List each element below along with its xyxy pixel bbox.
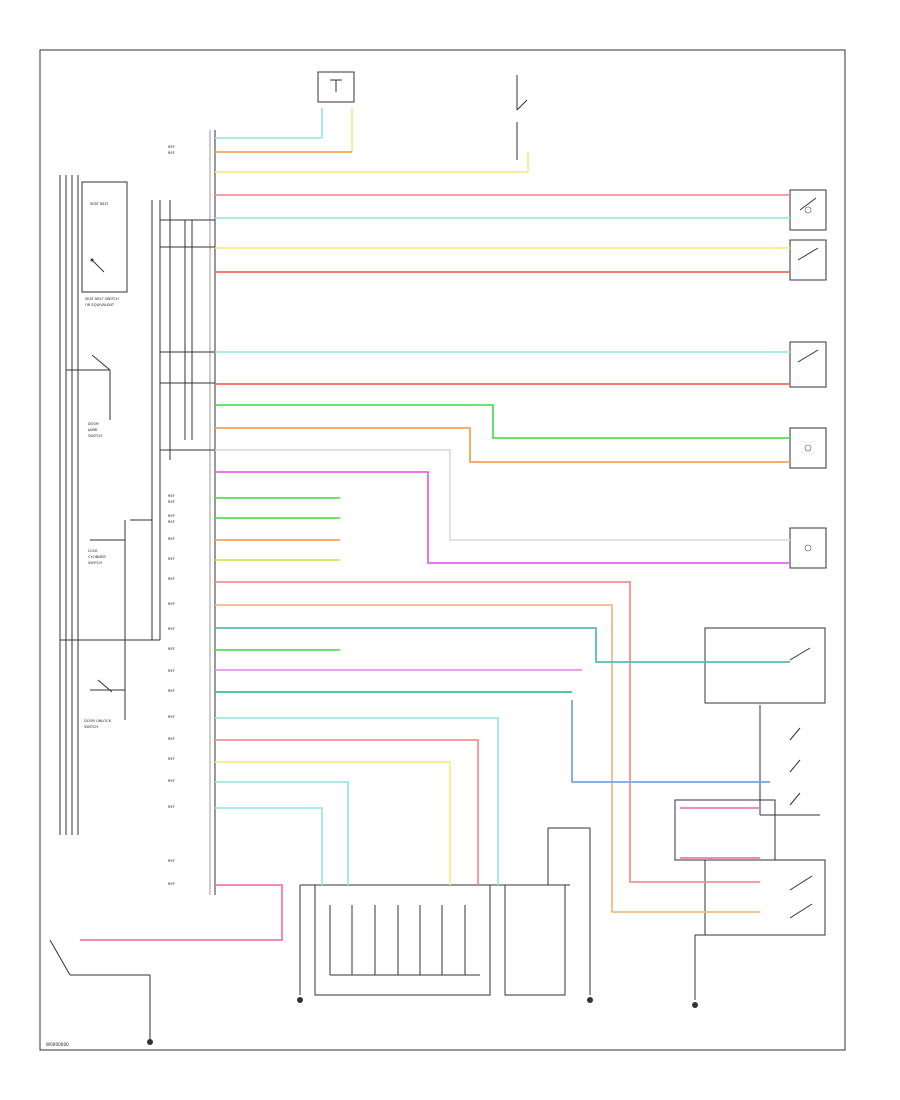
svg-text:REF: REF xyxy=(168,715,175,719)
right-motor-2 xyxy=(789,239,827,281)
wire xyxy=(215,471,790,564)
top-switch xyxy=(516,75,528,160)
wire xyxy=(571,700,770,783)
module-connector xyxy=(209,130,216,895)
svg-text:REF: REF xyxy=(168,757,175,761)
door-jamb-switch: DOOR JAMB SWITCH xyxy=(66,354,111,438)
svg-text:SWITCH: SWITCH xyxy=(84,725,98,729)
right-relay-4 xyxy=(704,859,826,936)
svg-text:SWITCH: SWITCH xyxy=(88,561,102,565)
svg-text:REF: REF xyxy=(168,577,175,581)
svg-text:LOCK: LOCK xyxy=(88,549,98,553)
svg-text:REF: REF xyxy=(168,779,175,783)
svg-text:SWITCH: SWITCH xyxy=(88,434,102,438)
svg-text:REF: REF xyxy=(168,647,175,651)
wire xyxy=(215,427,790,463)
svg-text:DOOR UNLOCK: DOOR UNLOCK xyxy=(84,719,112,723)
right-motor-1 xyxy=(789,189,827,231)
svg-text:SEAT BELT SWITCH: SEAT BELT SWITCH xyxy=(85,297,119,301)
diagram-frame xyxy=(39,49,846,1051)
wire xyxy=(215,604,760,913)
svg-text:REF: REF xyxy=(168,627,175,631)
wire xyxy=(215,739,479,885)
wire xyxy=(215,152,529,173)
footer-code: W0000000 xyxy=(46,1042,69,1047)
svg-text:REF: REF xyxy=(168,537,175,541)
svg-text:REF: REF xyxy=(168,737,175,741)
svg-text:REF: REF xyxy=(168,520,175,524)
door-unlock-switch: DOOR UNLOCK SWITCH xyxy=(84,679,125,729)
wire xyxy=(215,404,790,439)
right-relay-2 xyxy=(759,705,820,816)
svg-text:JAMB: JAMB xyxy=(87,428,98,432)
right-relay-1 xyxy=(704,627,826,704)
wire xyxy=(215,627,790,663)
seat-belt-switch: SEAT BELT SEAT BELT SWITCH OR EQUIVALENT xyxy=(81,181,128,307)
left-harness xyxy=(59,175,215,835)
svg-text:REF: REF xyxy=(168,557,175,561)
svg-text:DOOR: DOOR xyxy=(88,422,99,426)
wire xyxy=(215,761,451,885)
wire-stub xyxy=(215,717,499,885)
svg-text:REF: REF xyxy=(168,882,175,886)
connector-pin-labels: REF REF REF REF REF REF REF REF REF REF … xyxy=(168,145,175,886)
bottom-switch-assembly xyxy=(297,827,593,1003)
svg-text:REF: REF xyxy=(168,602,175,606)
svg-text:REF: REF xyxy=(168,500,175,504)
svg-text:REF: REF xyxy=(168,145,175,149)
right-ground xyxy=(692,934,770,1008)
svg-text:REF: REF xyxy=(168,669,175,673)
wire xyxy=(215,807,323,885)
svg-text:REF: REF xyxy=(168,494,175,498)
svg-text:REF: REF xyxy=(168,514,175,518)
right-motor-3 xyxy=(789,341,827,388)
wire xyxy=(80,884,283,941)
wire-stub xyxy=(215,781,349,885)
svg-text:CYLINDER: CYLINDER xyxy=(88,555,106,559)
wire xyxy=(215,449,790,541)
svg-text:REF: REF xyxy=(168,151,175,155)
right-motor-4 xyxy=(789,427,827,469)
wire-group xyxy=(80,137,790,941)
svg-text:SEAT BELT: SEAT BELT xyxy=(90,202,109,206)
svg-text:REF: REF xyxy=(168,689,175,693)
top-relay xyxy=(317,71,355,103)
svg-text:REF: REF xyxy=(168,859,175,863)
door-lock-cylinder-switch: LOCK CYLINDER SWITCH xyxy=(88,539,125,565)
right-motor-5 xyxy=(789,527,827,569)
bottom-left-switch xyxy=(49,939,153,1045)
svg-text:REF: REF xyxy=(168,805,175,809)
svg-text:OR EQUIVALENT: OR EQUIVALENT xyxy=(85,303,115,307)
wire xyxy=(215,581,760,883)
